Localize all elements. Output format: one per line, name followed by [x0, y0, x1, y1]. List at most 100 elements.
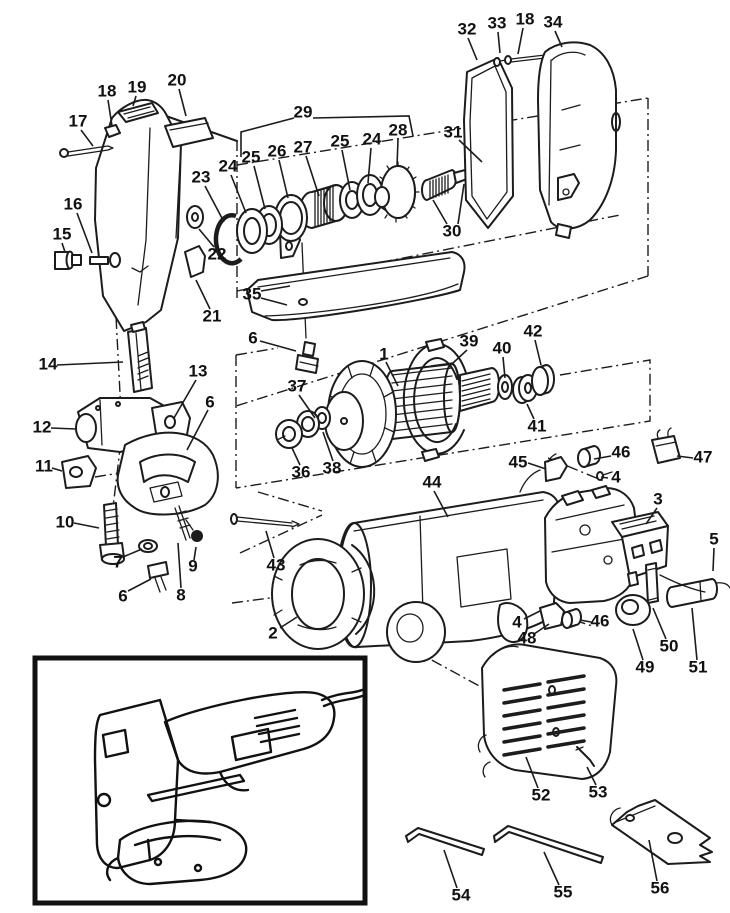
part-number-6a: 6 — [248, 328, 257, 347]
part-label-54: 54 — [443, 849, 471, 904]
part-label-28: 28 — [389, 120, 407, 168]
part-number-19: 19 — [128, 77, 147, 96]
part-number-44: 44 — [423, 472, 442, 491]
part-label-46b: 46 — [579, 611, 610, 630]
snap-ring-23 — [213, 213, 243, 266]
part-label-12: 12 — [33, 417, 77, 436]
part-label-42: 42 — [524, 321, 542, 366]
part-label-44: 44 — [423, 472, 449, 518]
washer-7 — [138, 539, 158, 553]
part-number-46b: 46 — [591, 611, 610, 630]
part-label-27: 27 — [294, 137, 320, 197]
part-number-13: 13 — [189, 361, 208, 380]
cover-34 — [537, 41, 621, 239]
part-label-1: 1 — [379, 344, 399, 387]
part-number-47: 47 — [694, 447, 713, 466]
part-label-37: 37 — [288, 376, 316, 419]
part-number-18b: 18 — [516, 9, 535, 28]
part-number-35: 35 — [243, 284, 262, 303]
part-number-24a: 24 — [219, 156, 238, 175]
part-label-32: 32 — [458, 19, 478, 61]
pin-8 — [174, 505, 191, 541]
part-number-25a: 25 — [242, 147, 261, 166]
part-number-54: 54 — [452, 885, 471, 904]
part-label-4a: 4 — [600, 467, 621, 486]
screw-18b — [504, 54, 546, 65]
part-number-4a: 4 — [611, 467, 621, 486]
ball-9 — [185, 519, 203, 542]
part-number-29: 29 — [294, 102, 313, 121]
part-label-5: 5 — [709, 529, 719, 572]
blade-14 — [127, 321, 153, 393]
part-number-49: 49 — [636, 657, 655, 676]
part-label-11: 11 — [35, 456, 63, 475]
tools-drawing — [405, 799, 713, 865]
part-label-50: 50 — [652, 607, 678, 655]
part-label-35: 35 — [243, 284, 291, 306]
part-label-13: 13 — [173, 361, 208, 419]
part-number-45: 45 — [509, 452, 528, 471]
part-number-40: 40 — [493, 338, 512, 357]
part-number-14: 14 — [39, 354, 58, 373]
bolt-6a-drawing — [295, 341, 319, 374]
part-label-56: 56 — [648, 839, 669, 897]
part-number-26: 26 — [268, 141, 287, 160]
part-number-22: 22 — [208, 244, 227, 263]
washer-40 — [497, 374, 513, 400]
shear-plate-56 — [609, 799, 713, 865]
part-label-34: 34 — [544, 12, 563, 48]
bearing-bracket-39 — [402, 338, 467, 462]
part-label-9: 9 — [188, 546, 198, 575]
part-number-4b: 4 — [512, 612, 522, 631]
part-label-25b: 25 — [331, 131, 351, 191]
screw-4a — [596, 471, 613, 481]
part-label-41: 41 — [526, 403, 546, 435]
part-number-16: 16 — [64, 194, 83, 213]
brush-holder-48 — [539, 602, 565, 630]
part-number-48: 48 — [518, 628, 537, 647]
gear-28 — [374, 161, 420, 223]
cutter-head-drawing — [61, 321, 219, 593]
part-label-18b: 18 — [516, 9, 535, 55]
part-number-1: 1 — [379, 344, 388, 363]
part-label-4b: 4 — [512, 610, 541, 631]
part-label-15: 15 — [53, 224, 71, 253]
brush-cap-46b — [561, 608, 582, 629]
part-number-37: 37 — [288, 376, 307, 395]
part-label-45: 45 — [509, 452, 547, 471]
washer-24a — [236, 208, 268, 254]
bearing-36 — [275, 419, 303, 449]
brush-cap-46a — [577, 445, 601, 468]
motor-housing-drawing — [230, 485, 639, 663]
part-number-12: 12 — [33, 417, 52, 436]
part-label-55: 55 — [543, 851, 572, 901]
part-label-43: 43 — [265, 530, 285, 574]
part-label-21: 21 — [195, 279, 221, 325]
shaft-splined — [459, 367, 500, 412]
part-label-19: 19 — [128, 77, 147, 107]
pinion-shaft-30 — [421, 169, 468, 201]
part-number-20: 20 — [168, 70, 187, 89]
part-label-24b: 24 — [363, 129, 382, 184]
cup-42 — [531, 364, 555, 396]
part-label-25a: 25 — [242, 147, 266, 210]
part-label-18a: 18 — [98, 81, 116, 127]
part-label-24a: 24 — [219, 156, 247, 214]
part-number-5: 5 — [709, 529, 718, 548]
switch-wire — [659, 574, 706, 593]
part-number-6b: 6 — [205, 392, 214, 411]
part-number-24b: 24 — [363, 129, 382, 148]
bolt-10 — [99, 502, 125, 565]
bearing-26 — [274, 194, 308, 242]
part-label-10: 10 — [56, 512, 100, 531]
part-label-23: 23 — [192, 167, 225, 223]
hex-wrench-55 — [493, 825, 604, 864]
part-number-32: 32 — [458, 19, 477, 38]
part-number-7: 7 — [113, 552, 122, 571]
part-label-26: 26 — [268, 141, 289, 199]
motor-cover-drawing — [477, 643, 618, 780]
cover-11 — [61, 455, 97, 489]
bearing-boss — [386, 601, 446, 663]
part-label-8: 8 — [176, 542, 186, 604]
